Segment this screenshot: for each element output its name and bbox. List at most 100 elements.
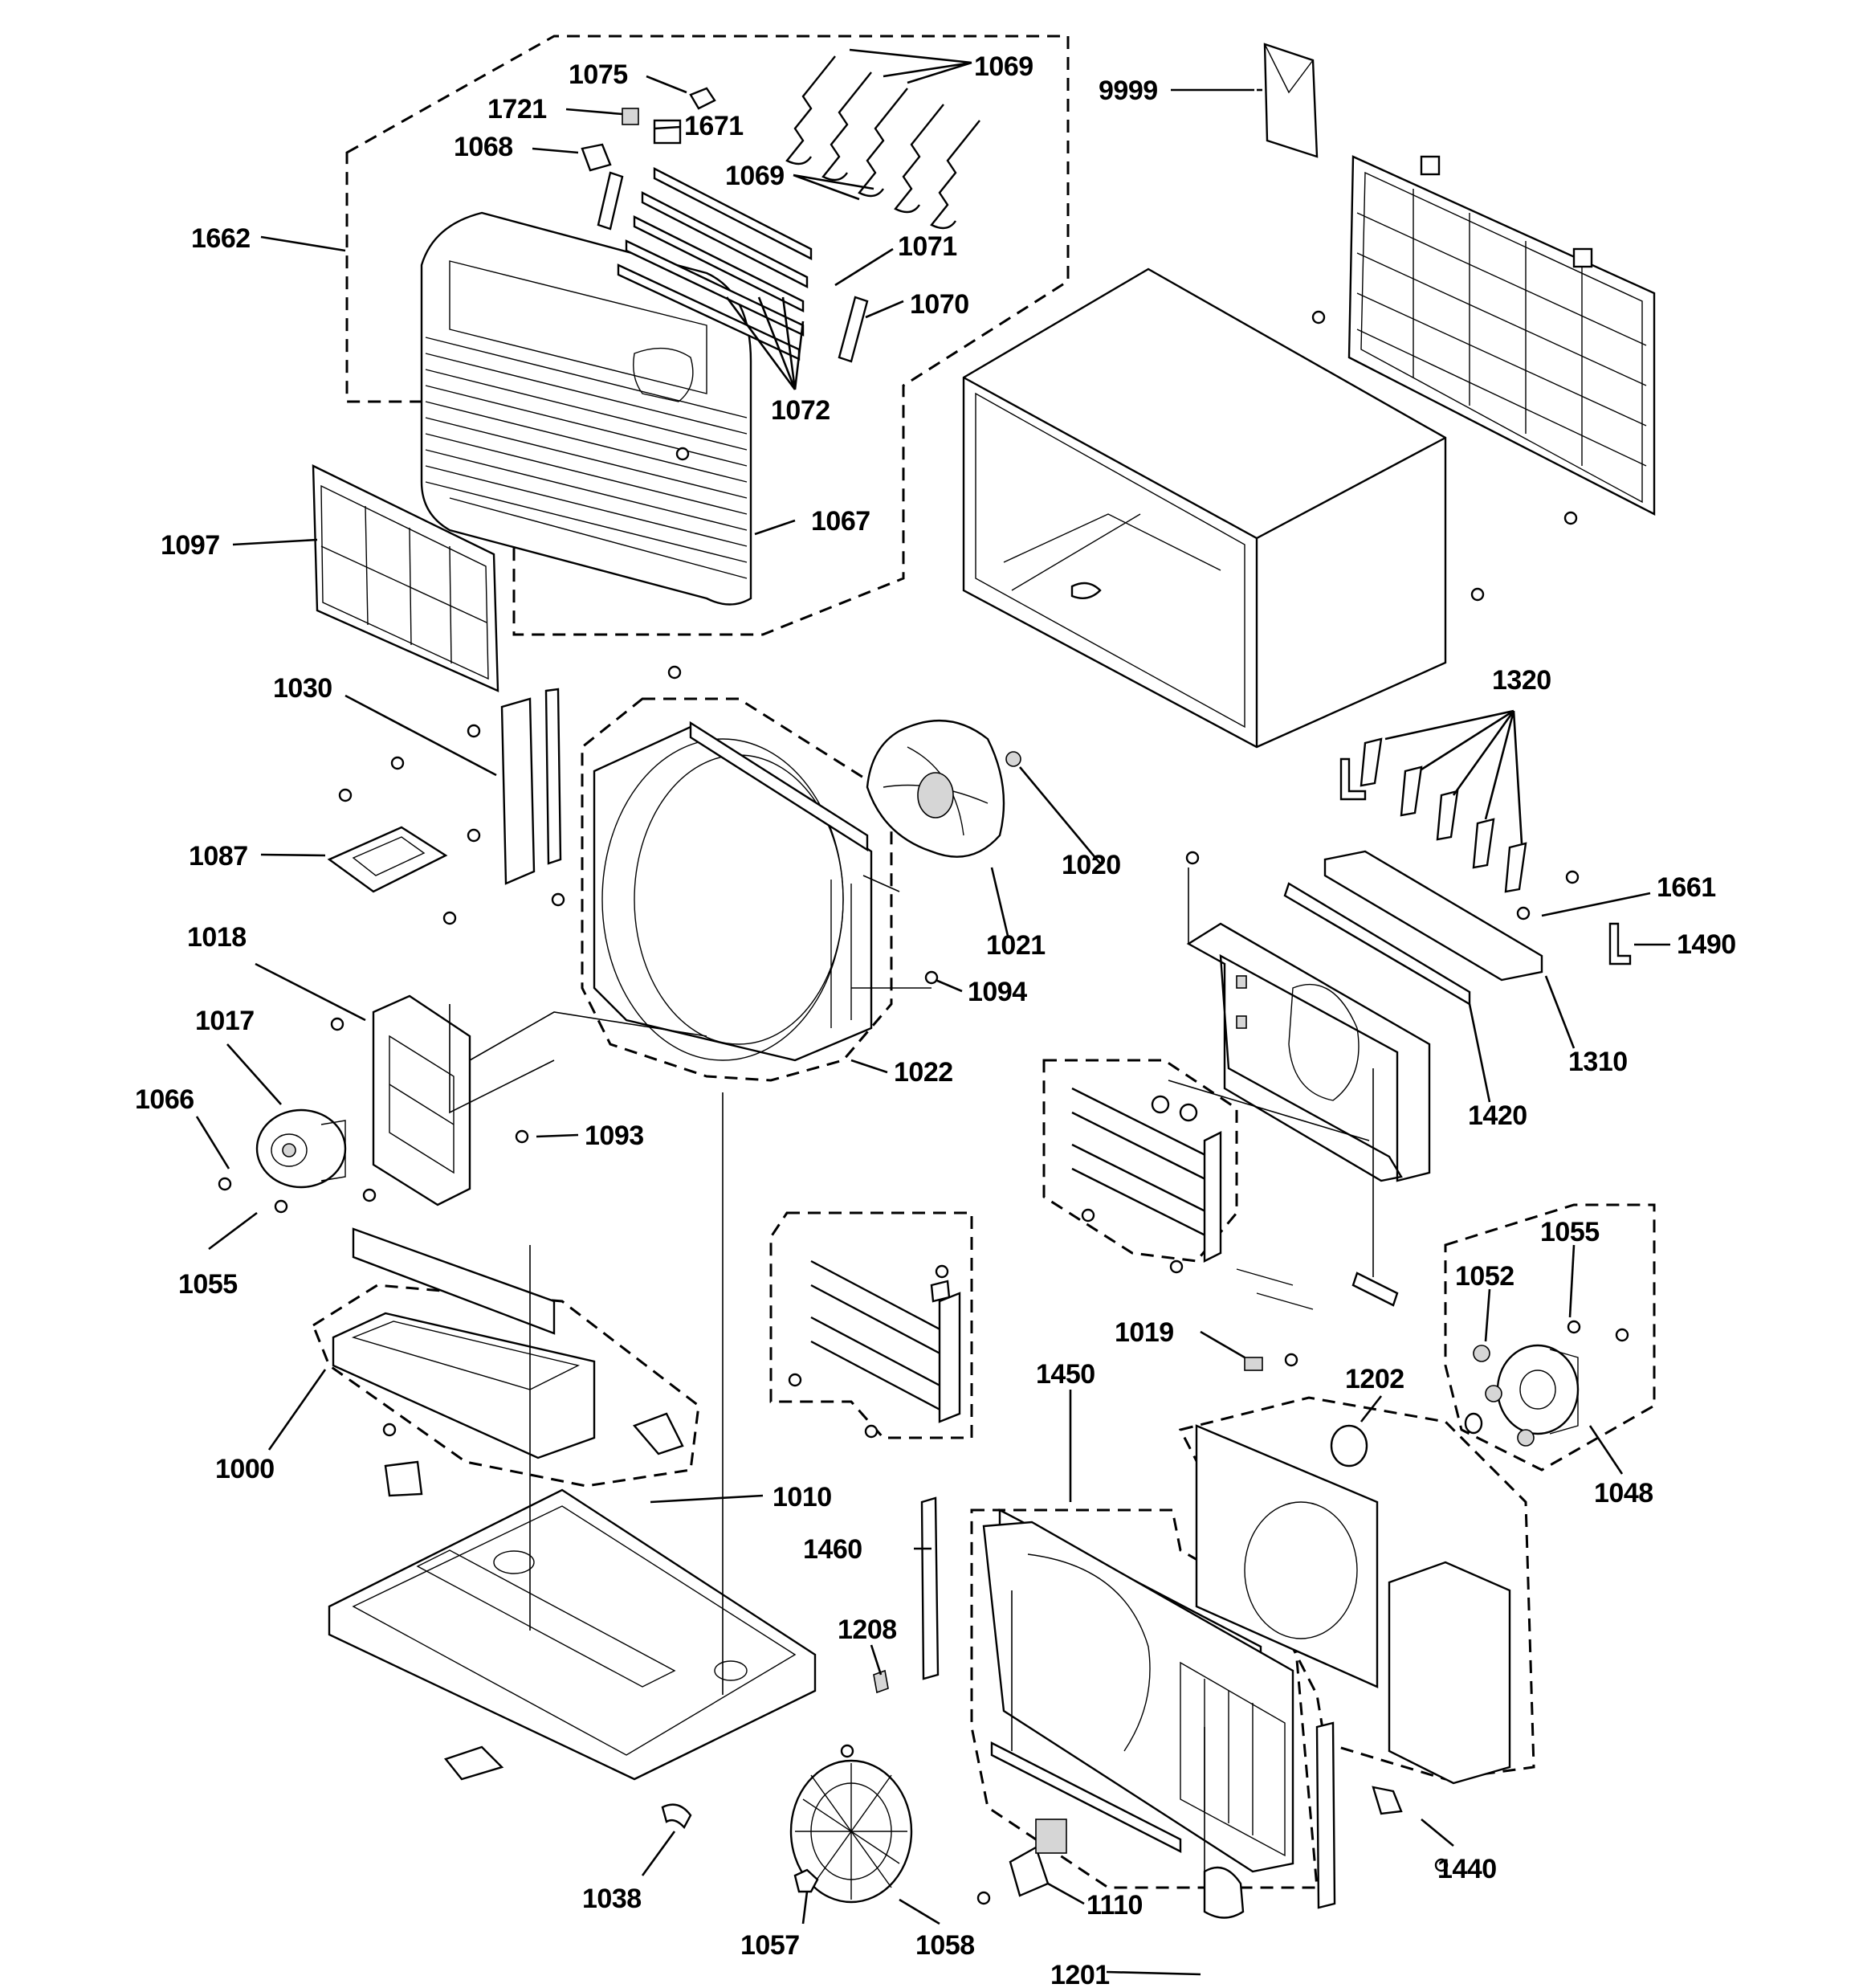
- label-1071: 1071: [898, 231, 957, 262]
- bracket-1440: [1372, 1786, 1403, 1815]
- lower-heater-assembly-boundary: [769, 1211, 973, 1439]
- condenser-bulkhead: [1186, 922, 1431, 1182]
- label-1661: 1661: [1657, 872, 1716, 903]
- label-1069-top: 1069: [974, 51, 1033, 82]
- label-1048: 1048: [1594, 1478, 1653, 1508]
- cap-1201: [1203, 1866, 1245, 1919]
- label-1066: 1066: [135, 1084, 194, 1115]
- side-channel-1030: [500, 688, 562, 885]
- label-1020: 1020: [1062, 850, 1121, 880]
- blower-motor: [1473, 1344, 1580, 1447]
- label-1030: 1030: [273, 673, 332, 704]
- label-1018: 1018: [187, 922, 247, 953]
- front-grille: [420, 211, 752, 606]
- collar-1202: [1330, 1424, 1368, 1468]
- label-1058: 1058: [915, 1930, 975, 1961]
- fan-shroud: [593, 720, 873, 1062]
- control-bracket-1087: [327, 826, 448, 893]
- label-1038: 1038: [582, 1884, 642, 1914]
- insulation-panel-boundary: [1178, 1396, 1535, 1781]
- support-rail-1310: [1323, 850, 1543, 982]
- clip-1038: [661, 1803, 692, 1830]
- label-1022: 1022: [894, 1057, 953, 1088]
- outer-cabinet: [962, 267, 1447, 749]
- upper-heater: [1071, 1087, 1222, 1263]
- fan-nut-1020: [1005, 751, 1021, 767]
- louver-clips: [785, 55, 980, 230]
- blower-housing: [982, 1521, 1294, 1873]
- pivot-strip-1070: [838, 296, 869, 363]
- label-1057: 1057: [740, 1930, 800, 1961]
- pivot-strip-left: [597, 171, 624, 231]
- label-1067: 1067: [811, 506, 870, 537]
- louver-blades: [617, 167, 813, 361]
- label-1069-lower: 1069: [725, 161, 785, 191]
- label-1320: 1320: [1492, 665, 1551, 696]
- label-1070: 1070: [910, 289, 969, 320]
- vent-grate: [1035, 1819, 1067, 1854]
- washer: [1464, 1412, 1483, 1435]
- hub-nut-1057: [793, 1868, 819, 1893]
- label-1208: 1208: [838, 1614, 897, 1645]
- label-1093: 1093: [585, 1121, 644, 1151]
- label-1087: 1087: [189, 841, 248, 872]
- insulation-panel: [1388, 1561, 1511, 1785]
- foam-strip-1460: [920, 1496, 940, 1680]
- label-1202: 1202: [1345, 1364, 1404, 1394]
- blower-housing-assembly-boundary: [970, 1508, 1319, 1889]
- label-1017: 1017: [195, 1006, 255, 1036]
- evaporator-bulkhead: [1195, 1424, 1379, 1688]
- bracket-1068: [581, 143, 612, 172]
- clip-1208: [873, 1669, 889, 1694]
- label-1068: 1068: [454, 132, 513, 162]
- label-1072: 1072: [771, 395, 830, 426]
- label-1110: 1110: [1086, 1890, 1143, 1921]
- label-1094: 1094: [968, 977, 1027, 1007]
- base-pan: [328, 1488, 817, 1781]
- instruction-sheet: [1263, 43, 1319, 158]
- part-labels: 1075 1069 1721 1671 1068 1069 9999 1662 …: [135, 51, 1736, 1988]
- label-1021: 1021: [986, 930, 1046, 961]
- wire-harness: [1236, 1268, 1399, 1310]
- foam-strip-right: [1315, 1721, 1336, 1909]
- label-1420: 1420: [1468, 1100, 1527, 1131]
- label-1055-left: 1055: [178, 1269, 238, 1300]
- label-1019: 1019: [1115, 1317, 1174, 1348]
- air-filter: [312, 464, 499, 692]
- assembly-lines: [449, 867, 1374, 1872]
- bracket-1671: [653, 119, 682, 145]
- condenser-fan-blade: [866, 719, 1005, 858]
- clip-1110: [1009, 1846, 1050, 1897]
- label-1097: 1097: [161, 530, 220, 561]
- lower-heater: [810, 1259, 961, 1423]
- label-1450: 1450: [1036, 1359, 1095, 1390]
- mounting-brackets-1320: [1339, 737, 1527, 893]
- grille-louvers: [425, 337, 748, 579]
- label-1000: 1000: [215, 1454, 275, 1484]
- label-1662: 1662: [191, 223, 251, 254]
- label-1075: 1075: [569, 59, 628, 90]
- fan-motor: [255, 1108, 347, 1189]
- label-1460: 1460: [803, 1534, 862, 1565]
- label-1721: 1721: [487, 94, 547, 125]
- rear-grille: [1347, 155, 1656, 516]
- clip-1019: [1244, 1357, 1263, 1371]
- label-1310: 1310: [1568, 1047, 1628, 1077]
- label-1055-right: 1055: [1540, 1217, 1600, 1247]
- label-1052: 1052: [1455, 1261, 1514, 1292]
- label-1201: 1201: [1050, 1960, 1110, 1988]
- label-1490: 1490: [1677, 929, 1736, 960]
- label-1671: 1671: [684, 111, 744, 141]
- leader-lines: [195, 48, 1670, 1976]
- pad-1721: [622, 108, 639, 125]
- fan-shroud-assembly-boundary: [581, 697, 893, 1082]
- isolator-mount: [384, 1460, 423, 1497]
- label-9999: 9999: [1099, 76, 1158, 106]
- bracket-1490: [1608, 922, 1632, 965]
- clip-1075: [689, 87, 716, 110]
- blower-wheel: [789, 1759, 913, 1904]
- label-1010: 1010: [773, 1482, 832, 1512]
- motor-mount-bracket: [372, 994, 471, 1206]
- screws: [218, 310, 1629, 1905]
